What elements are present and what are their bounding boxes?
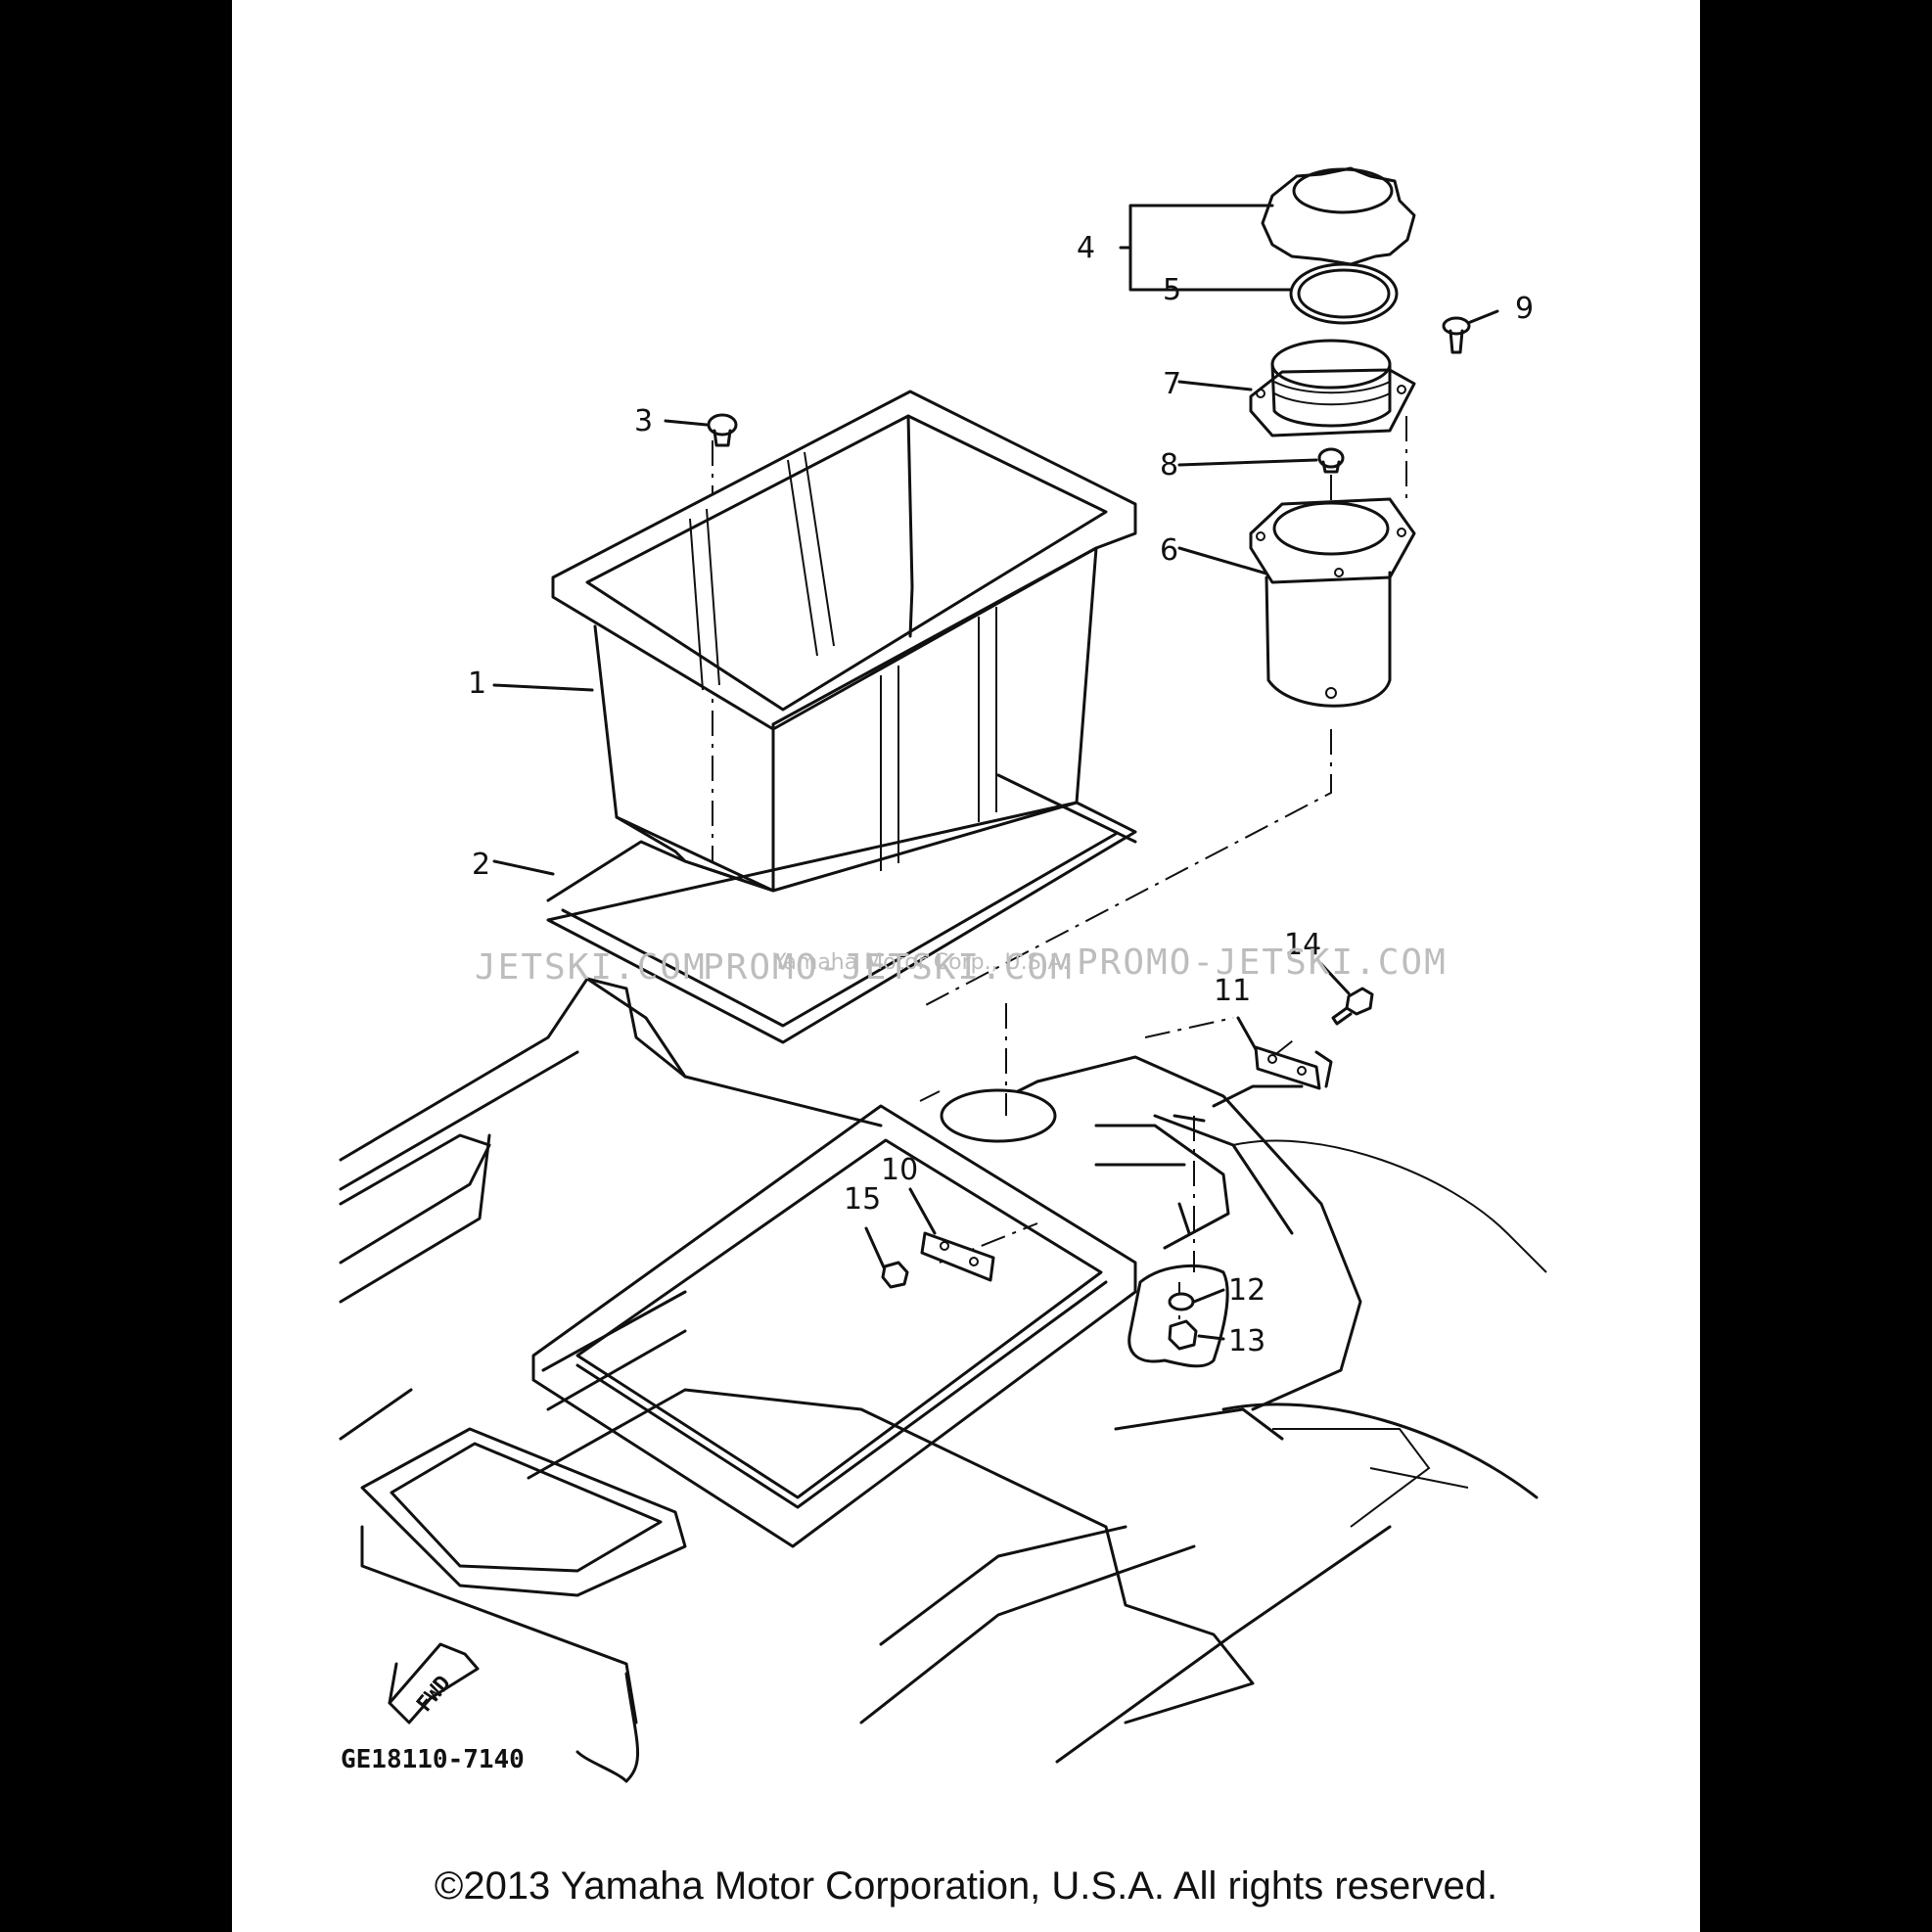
callout-2: 2 xyxy=(472,848,490,882)
grommet-3 xyxy=(707,413,738,447)
callout-6: 6 xyxy=(1160,533,1178,568)
storage-box-gasket xyxy=(546,773,1137,1044)
callout-15: 15 xyxy=(844,1182,881,1217)
o-ring xyxy=(1289,262,1399,325)
drawing-code: GE18110-7140 xyxy=(341,1745,525,1774)
plate-11 xyxy=(1254,1045,1333,1090)
bolt-14 xyxy=(1331,987,1374,1026)
leader-lines xyxy=(492,204,1499,1341)
callout-13: 13 xyxy=(1228,1324,1265,1358)
callout-7: 7 xyxy=(1163,367,1181,401)
callout-10: 10 xyxy=(881,1153,918,1187)
callout-9: 9 xyxy=(1515,292,1534,326)
nut-13 xyxy=(1168,1319,1198,1351)
watermark-right: PROMO-JETSKI.COM xyxy=(1077,943,1448,983)
filler-cap xyxy=(1261,166,1416,266)
grommet-8 xyxy=(1317,447,1345,474)
watermark-overlay: Yamaha Motor Corp., U.S.A. xyxy=(772,950,1069,975)
watermark-middle: PROMO-JETSKI.COM xyxy=(703,947,1074,988)
callout-14: 14 xyxy=(1284,928,1321,962)
callout-12: 12 xyxy=(1228,1273,1265,1308)
watermark-left: JETSKI.COM xyxy=(475,947,707,988)
filler-neck-flange xyxy=(1249,339,1416,437)
callout-3: 3 xyxy=(634,404,653,438)
callout-5: 5 xyxy=(1163,273,1181,307)
watermark: JETSKI.COM PROMO-JETSKI.COM PROMO-JETSKI… xyxy=(475,943,1448,988)
callout-labels: 1 2 3 4 5 6 7 8 9 10 11 12 13 14 15 xyxy=(468,231,1534,1358)
callout-8: 8 xyxy=(1160,448,1178,483)
nut-15 xyxy=(881,1261,909,1289)
callout-4: 4 xyxy=(1077,231,1095,265)
filler-cup xyxy=(1249,497,1416,708)
copyright-notice: ©2013 Yamaha Motor Corporation, U.S.A. A… xyxy=(434,1864,1498,1908)
storage-box xyxy=(551,390,1137,893)
plate-10 xyxy=(920,1231,995,1282)
screw-9 xyxy=(1442,316,1471,354)
callout-11: 11 xyxy=(1214,974,1251,1008)
hull-deck xyxy=(339,977,1547,1783)
callout-1: 1 xyxy=(468,667,486,701)
washer-12 xyxy=(1168,1292,1195,1311)
